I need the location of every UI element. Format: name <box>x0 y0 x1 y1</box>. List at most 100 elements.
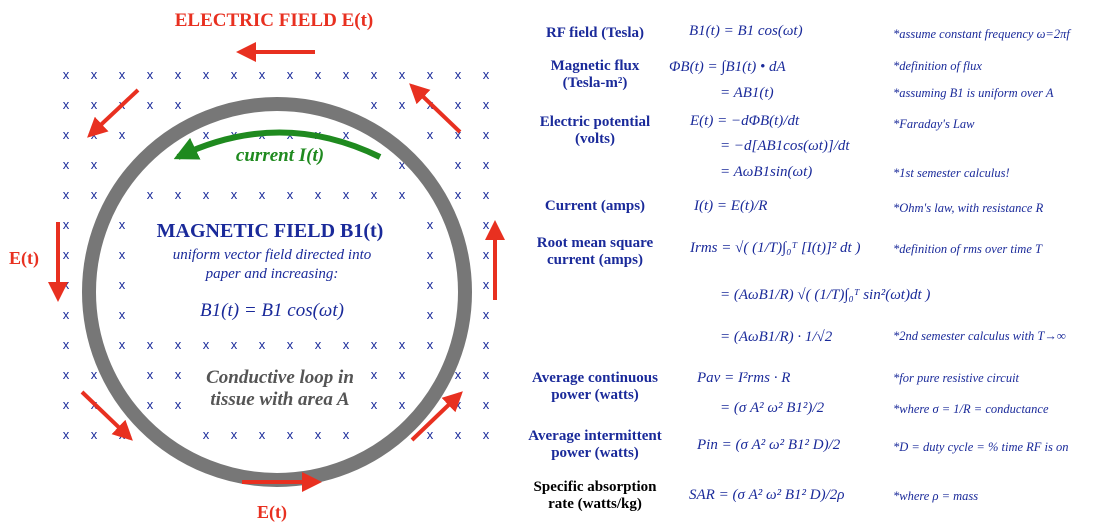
field-x-mark: x <box>91 187 98 202</box>
field-x-mark: x <box>203 337 210 352</box>
field-x-mark: x <box>175 337 182 352</box>
field-x-mark: x <box>483 157 490 172</box>
field-x-mark: x <box>287 187 294 202</box>
field-x-mark: x <box>63 307 70 322</box>
field-x-mark: x <box>371 397 378 412</box>
field-x-mark: x <box>203 187 210 202</box>
field-x-mark: x <box>119 307 126 322</box>
current-arrow <box>173 129 382 160</box>
note-rms: *definition of rms over time T <box>893 242 1042 256</box>
field-x-mark: x <box>91 427 98 442</box>
field-x-mark: x <box>399 97 406 112</box>
field-x-mark: x <box>175 97 182 112</box>
row-label-rf-field: RF field (Tesla) <box>545 25 645 41</box>
field-x-mark: x <box>63 217 70 232</box>
note-continuous-power: *for pure resistive circuit <box>893 371 1020 385</box>
field-x-mark: x <box>371 187 378 202</box>
field-x-mark: x <box>175 67 182 82</box>
eq-potential: E(t) = −dΦB(t)/dt <box>690 113 800 129</box>
field-x-mark: x <box>483 187 490 202</box>
field-x-mark: x <box>287 427 294 442</box>
field-x-mark: x <box>63 427 70 442</box>
magnetic-field-desc-1: uniform vector field directed into <box>173 247 372 263</box>
row-label-continuous-power: Average continuous power (watts) <box>532 370 658 403</box>
field-x-mark: x <box>259 337 266 352</box>
eq-rms: Irms = √( (1/T)∫₀ᵀ [I(t)]² dt ) <box>690 240 861 256</box>
note-continuous-power-2: *where σ = 1/R = conductance <box>893 402 1049 416</box>
field-x-mark: x <box>483 427 490 442</box>
field-x-mark: x <box>483 277 490 292</box>
field-x-mark: x <box>119 337 126 352</box>
note-rms-3: *2nd semester calculus with T→∞ <box>893 329 1066 343</box>
field-x-mark: x <box>399 157 406 172</box>
eq-rms-2: = (AωB1/R) √( (1/T)∫₀ᵀ sin²(ωt)dt ) <box>720 287 931 303</box>
field-x-mark: x <box>427 307 434 322</box>
field-x-mark: x <box>483 367 490 382</box>
field-x-mark: x <box>399 67 406 82</box>
field-x-mark: x <box>175 187 182 202</box>
eq-sar: SAR = (σ A² ω² B1² D)/2ρ <box>689 487 845 503</box>
eq-flux: ΦB(t) = ∫B1(t) • dA <box>669 59 786 75</box>
field-x-mark: x <box>427 337 434 352</box>
field-x-mark: x <box>231 187 238 202</box>
field-x-mark: x <box>231 427 238 442</box>
field-x-mark: x <box>259 67 266 82</box>
field-x-mark: x <box>287 337 294 352</box>
field-x-mark: x <box>119 67 126 82</box>
field-x-mark: x <box>91 97 98 112</box>
eq-flux-2: = AB1(t) <box>720 85 774 101</box>
field-x-mark: x <box>287 67 294 82</box>
note-rf-field: *assume constant frequency ω=2πf <box>893 27 1070 41</box>
eq-continuous-power: Pav = I²rms · R <box>697 370 791 386</box>
row-label-magnetic-flux: Magnetic flux (Tesla-m²) <box>550 58 640 91</box>
field-x-mark: x <box>63 127 70 142</box>
field-x-mark: x <box>91 67 98 82</box>
row-label-rms-current: Root mean square current (amps) <box>536 235 654 268</box>
field-x-mark: x <box>259 427 266 442</box>
field-x-mark: x <box>371 67 378 82</box>
field-x-mark: x <box>63 247 70 262</box>
field-x-mark: x <box>455 127 462 142</box>
efield-arrows <box>48 42 505 492</box>
field-x-mark: x <box>483 127 490 142</box>
field-x-mark: x <box>343 127 350 142</box>
field-x-mark: x <box>483 67 490 82</box>
field-x-mark: x <box>427 247 434 262</box>
note-potential: *Faraday's Law <box>893 117 975 131</box>
efield-label-left: E(t) <box>9 248 39 269</box>
field-x-mark: x <box>175 397 182 412</box>
field-x-mark: x <box>63 187 70 202</box>
loop-label-1: Conductive loop in <box>206 367 354 388</box>
efield-arrow-lower-left <box>80 390 133 441</box>
field-x-mark: x <box>63 277 70 292</box>
field-x-mark: x <box>119 217 126 232</box>
field-x-mark: x <box>203 427 210 442</box>
eq-current: I(t) = E(t)/R <box>694 198 768 214</box>
field-x-mark: x <box>147 337 154 352</box>
efield-title: ELECTRIC FIELD E(t) <box>175 10 373 31</box>
field-x-mark: x <box>231 337 238 352</box>
field-x-mark: x <box>315 427 322 442</box>
note-flux-2: *assuming B1 is uniform over A <box>893 86 1054 100</box>
row-label-current: Current (amps) <box>544 198 646 214</box>
field-x-mark: x <box>455 427 462 442</box>
eq-continuous-power-2: = (σ A² ω² B1²)/2 <box>720 400 825 416</box>
field-x-mark: x <box>343 337 350 352</box>
field-x-mark: x <box>63 337 70 352</box>
field-x-mark: x <box>147 97 154 112</box>
field-x-mark: x <box>119 127 126 142</box>
field-x-mark: x <box>315 337 322 352</box>
field-x-mark: x <box>147 187 154 202</box>
field-x-mark: x <box>63 157 70 172</box>
note-current: *Ohm's law, with resistance R <box>893 201 1044 215</box>
field-x-mark: x <box>343 67 350 82</box>
field-x-mark: x <box>147 67 154 82</box>
field-x-mark: x <box>63 97 70 112</box>
loop-label-2: tissue with area A <box>210 389 349 410</box>
row-label-sar: Specific absorption rate (watts/kg) <box>533 479 657 512</box>
field-x-mark: x <box>343 187 350 202</box>
field-x-mark: x <box>371 367 378 382</box>
field-x-mark: x <box>203 127 210 142</box>
field-x-mark: x <box>63 397 70 412</box>
